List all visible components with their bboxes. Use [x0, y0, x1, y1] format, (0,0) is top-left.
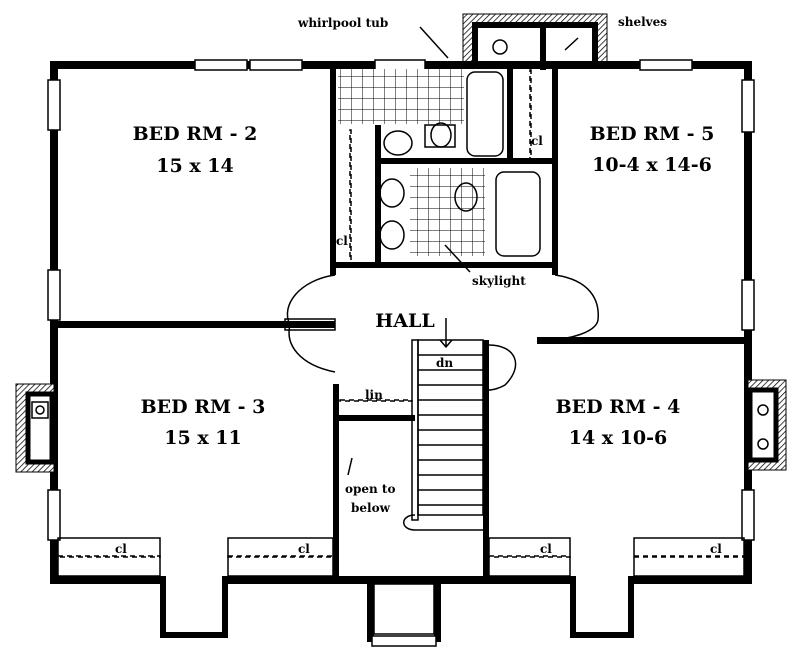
closet-label: cl: [540, 542, 552, 556]
bed-rm-3-label: BED RM - 3: [141, 396, 266, 418]
linen-closet-label: lin: [365, 388, 383, 402]
closet-label: cl: [115, 542, 127, 556]
bed-rm-5-size: 10-4 x 14-6: [592, 154, 712, 176]
open-to-below-label-line2: below: [351, 501, 391, 515]
closet-label: cl: [531, 134, 543, 148]
bed-rm-4-size: 14 x 10-6: [569, 427, 668, 449]
shelves-label: shelves: [618, 15, 667, 29]
interior-walls: [50, 26, 748, 580]
closet-label: cl: [710, 542, 722, 556]
stairs-down-label: dn: [436, 356, 453, 370]
exterior-walls: [15, 59, 787, 647]
bed-rm-2-label: BED RM - 2: [133, 123, 258, 145]
shelves-bump: [462, 13, 608, 70]
whirlpool-tub-label: whirlpool tub: [297, 16, 388, 30]
bed-rm-3-size: 15 x 11: [164, 427, 241, 449]
bed-rm-2-size: 15 x 14: [156, 155, 233, 177]
skylight-label: skylight: [472, 274, 526, 288]
open-to-below-label-line1: open to: [345, 482, 395, 496]
hall-label: HALL: [375, 310, 434, 332]
staircase: [403, 318, 484, 531]
bed-rm-5-label: BED RM - 5: [590, 123, 715, 145]
closet-label: cl: [298, 542, 310, 556]
bed-rm-4-label: BED RM - 4: [556, 396, 681, 418]
closet-label: cl: [336, 234, 348, 248]
